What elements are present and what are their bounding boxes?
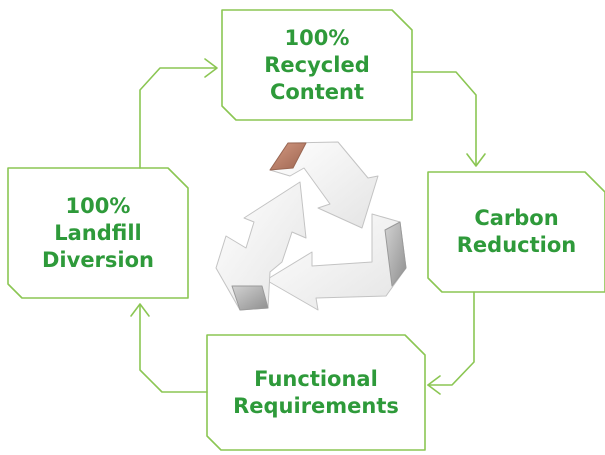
recycle-shade-left xyxy=(231,285,269,311)
recycle-copper-face xyxy=(269,142,307,171)
box-left xyxy=(7,167,189,299)
box-right-label: Carbon Reduction xyxy=(456,206,577,257)
recycle-icon xyxy=(215,141,407,311)
box-right xyxy=(427,171,605,293)
arrowhead-into-bottom xyxy=(427,375,441,395)
recycle-arrow-top xyxy=(269,141,379,229)
arrowhead-into-left xyxy=(130,303,150,317)
box-top-label: 100% Recycled Content xyxy=(264,25,370,104)
box-top xyxy=(221,9,413,121)
arrowhead-into-top xyxy=(204,58,218,78)
box-bottom-label: Functional Requirements xyxy=(233,366,399,418)
box-left-label: 100% Landfill Diversion xyxy=(42,193,154,272)
connector-bottom-to-left xyxy=(139,304,208,393)
recycle-shade-right xyxy=(384,221,407,287)
connector-left-to-top xyxy=(139,67,217,169)
connector-top-to-right xyxy=(411,71,477,166)
connector-right-to-bottom xyxy=(427,291,475,386)
arrowhead-into-right xyxy=(466,153,486,167)
recycle-arrow-left xyxy=(215,181,307,311)
box-bottom xyxy=(206,334,426,451)
